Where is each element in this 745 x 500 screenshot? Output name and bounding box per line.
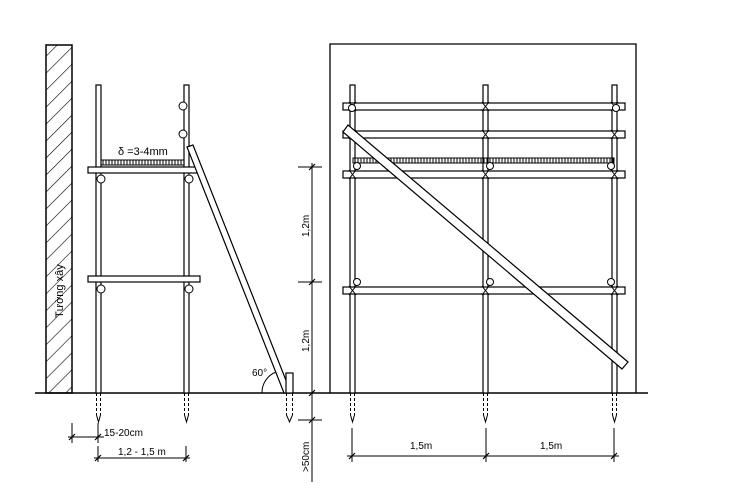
- height-lower-label: 1,2m: [301, 330, 312, 352]
- thickness-label: δ =3-4mm: [118, 146, 168, 158]
- angle-label: 60°: [252, 368, 267, 379]
- height-dimensions: 1,2m 1,2m >50cm: [298, 163, 322, 482]
- dimension-gap: 15-20cm: [68, 423, 143, 443]
- coupler: [178, 129, 188, 139]
- coupler: [612, 104, 620, 112]
- dimension-bays: 1,5m 1,5m: [347, 428, 619, 462]
- post-middle-embed: [483, 393, 488, 424]
- gap-label: 15-20cm: [104, 428, 143, 439]
- post-outer: [183, 84, 190, 394]
- coupler: [348, 104, 356, 112]
- raking-brace: [186, 144, 292, 394]
- coupler-x: [348, 285, 619, 296]
- wall-label: Tường xây: [54, 264, 66, 318]
- ledger-front-lower: [342, 286, 626, 295]
- spacing-label: 1,2 - 1,5 m: [118, 447, 166, 458]
- guardrail-top: [342, 102, 626, 111]
- guardrail-mid: [342, 130, 626, 139]
- dimension-spacing: 1,2 - 1,5 m: [94, 446, 190, 462]
- post-outer-embed: [184, 393, 189, 424]
- ledger-lower: [87, 275, 201, 283]
- post-right-embed: [612, 393, 617, 424]
- coupler: [607, 162, 615, 170]
- coupler-x: [348, 169, 619, 180]
- coupler: [184, 284, 194, 294]
- depth-label: >50cm: [301, 442, 312, 472]
- post-inner: [95, 84, 102, 394]
- height-upper-label: 1,2m: [301, 215, 312, 237]
- bay-left-label: 1,5m: [410, 441, 432, 452]
- coupler: [486, 162, 494, 170]
- diagonal-brace: [342, 124, 629, 370]
- ledger-upper: [87, 166, 201, 174]
- coupler: [184, 174, 194, 184]
- side-view: Tường xây δ =3-4mm: [45, 44, 294, 462]
- front-view: 1,5m 1,5m: [329, 43, 637, 462]
- platform-plank: [352, 157, 615, 164]
- bay-right-label: 1,5m: [540, 441, 562, 452]
- coupler: [96, 284, 106, 294]
- building-outline: [329, 43, 637, 393]
- coupler: [178, 101, 188, 111]
- post-right: [611, 84, 618, 394]
- post-left-embed: [350, 393, 355, 424]
- ledger-front-upper: [342, 170, 626, 179]
- brace-stake: [285, 372, 294, 394]
- brace-stake-embed: [286, 393, 293, 424]
- plank: [100, 159, 185, 166]
- post-inner-embed: [96, 393, 101, 424]
- coupler: [607, 278, 615, 286]
- post-left: [349, 84, 356, 394]
- coupler: [353, 162, 361, 170]
- coupler: [486, 278, 494, 286]
- wall: [45, 44, 73, 394]
- coupler: [353, 278, 361, 286]
- coupler: [96, 174, 106, 184]
- angle-arc: [261, 371, 277, 394]
